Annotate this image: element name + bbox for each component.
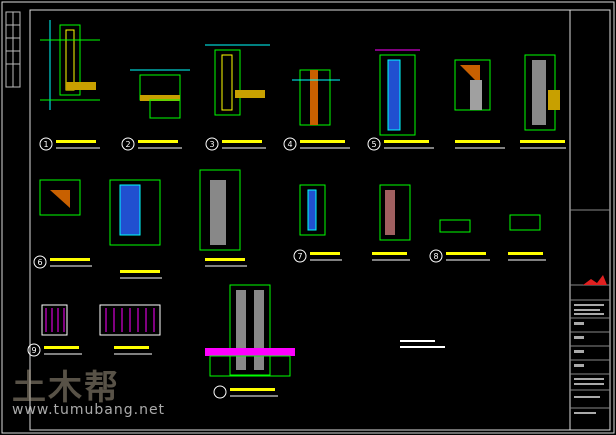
watermark-url: www.tumubang.net: [12, 402, 166, 418]
detail-num-4: 4: [287, 140, 292, 149]
detail-num-3: 3: [209, 140, 214, 149]
left-ruler: [5, 11, 21, 88]
detail-num-7: 7: [297, 252, 302, 261]
row2-titles: [33, 249, 546, 279]
detail-num-6: 6: [37, 258, 42, 267]
detail-num-9: 9: [31, 346, 36, 355]
detail-3-drawing: [205, 44, 270, 116]
detail-7-drawing: [524, 54, 560, 131]
row1-titles: [39, 137, 566, 151]
title-block: [569, 10, 610, 430]
detail-1-drawing: [40, 20, 100, 110]
notes-block: [400, 340, 445, 348]
title-logo: [583, 275, 607, 285]
row3-titles: [27, 343, 278, 399]
row2-drawings: [39, 169, 541, 251]
detail-4-drawing: [292, 69, 340, 126]
watermark-logo-text: 土木帮: [12, 368, 120, 408]
detail-num-2: 2: [125, 140, 130, 149]
row3-drawings: [41, 284, 295, 377]
inner-frame: [29, 9, 611, 431]
detail-5-drawing: [375, 49, 420, 136]
detail-2-drawing: [130, 69, 190, 119]
detail-6-drawing: [454, 59, 491, 111]
detail-num-8: 8: [433, 252, 438, 261]
detail-num-1: 1: [43, 140, 48, 149]
detail-num-5: 5: [371, 140, 376, 149]
